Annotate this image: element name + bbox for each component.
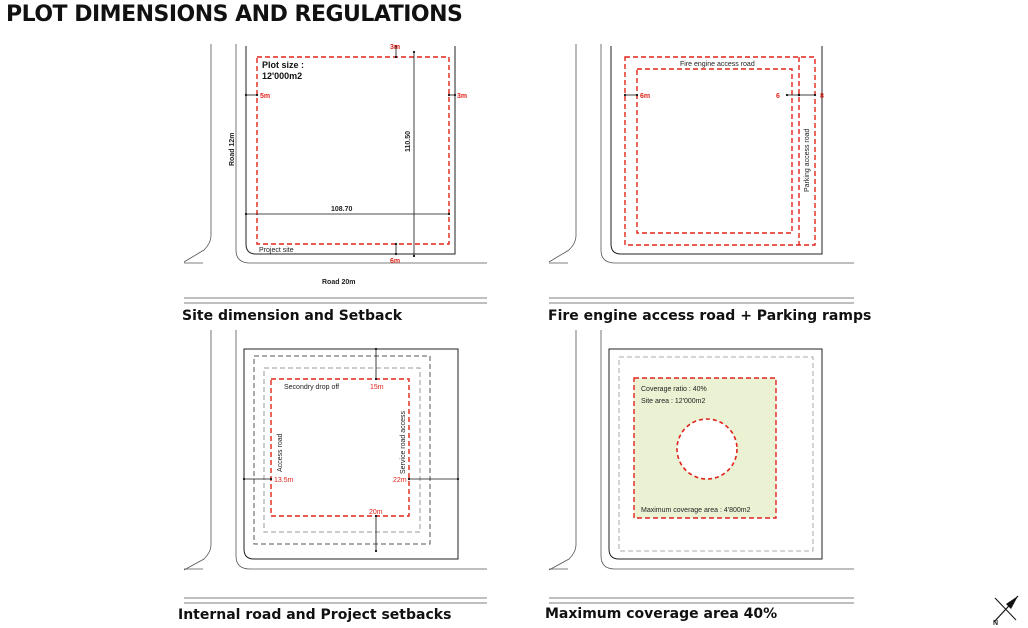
panel-site-dimension: Plot size : 12'000m2 3m 5m 3m 6m 108.70 …: [183, 44, 487, 304]
road-edges: [183, 44, 487, 304]
panel-coverage: Coverage ratio : 40% Site area : 12'000m…: [548, 330, 854, 604]
dim-bottom-label: 20m: [369, 509, 383, 516]
dim-top-label: 15m: [370, 384, 384, 391]
fire-road-outer: [624, 56, 816, 246]
coverage-ratio-label: Coverage ratio : 40%: [641, 386, 707, 393]
panel-internal-road: Secondry drop off Access road Service ro…: [183, 330, 487, 604]
setback-right-label: 3m: [457, 93, 467, 100]
setback-bottom-label: 6m: [390, 258, 400, 265]
road-edges: [183, 330, 487, 604]
plot-boundary: [610, 46, 823, 255]
dim-left-label: 6m: [640, 93, 650, 100]
north-label: N: [993, 620, 998, 627]
inner-road-line: [263, 367, 421, 533]
parking-road-label: Parking access road: [804, 128, 811, 192]
north-arrow-icon: N: [993, 595, 1019, 627]
setback-line: [618, 356, 814, 552]
plot-boundary: [608, 348, 823, 560]
road-left-label: Road 12m: [229, 133, 236, 166]
access-road-label: Access road: [277, 433, 284, 472]
page-title: PLOT DIMENSIONS AND REGULATIONS: [6, 2, 463, 27]
plot-size-label: Plot size :: [262, 60, 304, 70]
outer-road-line: [253, 355, 431, 545]
dim-right-a-label: 6: [776, 93, 780, 100]
project-setback-line: [270, 378, 410, 517]
dim-left-label: 13.5m: [274, 477, 294, 484]
dropoff-label: Secondry drop off: [284, 384, 339, 391]
dim-right-label: 22m: [393, 477, 407, 484]
project-site-label: Project site: [259, 247, 294, 254]
fire-road-label: Fire engine access road: [680, 61, 755, 68]
width-dimension-label: 108.70: [331, 206, 353, 213]
road-edges: [548, 44, 854, 304]
panel-fire-access: Fire engine access road Parking access r…: [548, 44, 854, 304]
plot-boundary: [243, 348, 459, 560]
setback-left-label: 5m: [260, 93, 270, 100]
service-road-label: Service road access: [400, 410, 407, 474]
road-bottom-label: Road 20m: [322, 279, 355, 286]
caption-coverage: Maximum coverage area 40%: [545, 606, 778, 622]
courtyard-void: [676, 418, 738, 480]
setback-top-label: 3m: [390, 44, 400, 51]
caption-internal-road: Internal road and Project setbacks: [178, 607, 452, 623]
setback-line: [256, 56, 450, 245]
fire-road-inner: [636, 68, 793, 234]
caption-site-dimension: Site dimension and Setback: [182, 308, 403, 324]
caption-fire-access: Fire engine access road + Parking ramps: [548, 308, 872, 324]
plot-boundary: [245, 46, 456, 255]
height-dimension-label: 110.50: [405, 131, 412, 152]
road-edges: [548, 330, 854, 604]
plot-size-value: 12'000m2: [262, 71, 302, 81]
dim-right-b-label: 8: [820, 93, 824, 100]
site-area-label: Site area : 12'000m2: [641, 398, 705, 405]
max-coverage-label: Maximum coverage area : 4'800m2: [641, 507, 751, 514]
